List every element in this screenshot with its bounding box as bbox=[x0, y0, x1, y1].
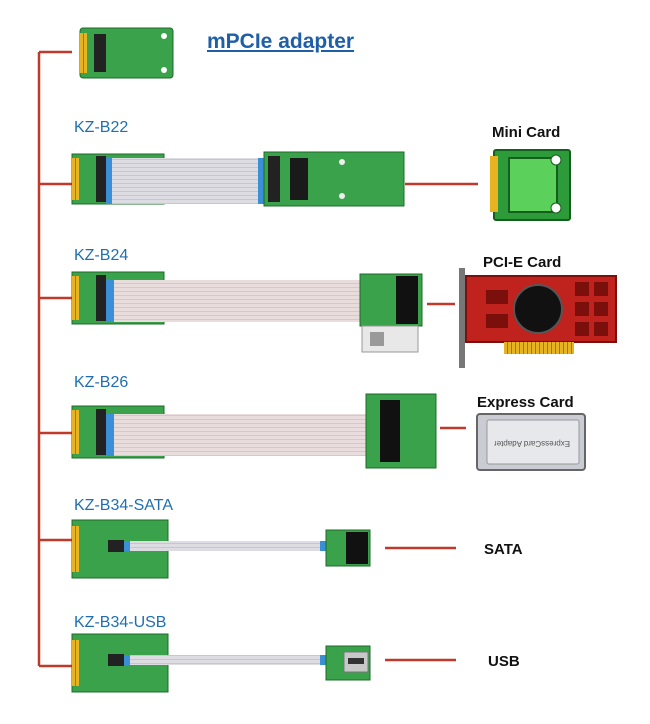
kz-b22-adapter bbox=[71, 151, 405, 207]
kz-b34-usb-adapter bbox=[71, 633, 371, 693]
target-label-pcie-card: PCI-E Card bbox=[483, 254, 562, 271]
express-card-icon: ExpressCard Adapter bbox=[476, 413, 586, 471]
target-label-usb: USB bbox=[488, 653, 520, 670]
target-label-sata: SATA bbox=[484, 541, 523, 558]
page-title: mPCIe adapter bbox=[207, 30, 355, 53]
model-label-kz-b26: KZ-B26 bbox=[74, 374, 129, 391]
pcie-card-icon bbox=[459, 268, 617, 368]
mpcie-adapter-board bbox=[79, 27, 174, 79]
tree-connector bbox=[37, 50, 72, 668]
expresscard-text: ExpressCard Adapter bbox=[494, 439, 570, 448]
mini-card-icon bbox=[490, 149, 571, 221]
model-label-kz-b24: KZ-B24 bbox=[74, 247, 129, 264]
target-connector-lines bbox=[385, 182, 478, 662]
model-label-kz-b22: KZ-B22 bbox=[74, 119, 129, 136]
model-label-kz-b34-usb: KZ-B34-USB bbox=[74, 614, 167, 631]
target-label-mini-card: Mini Card bbox=[492, 124, 561, 141]
model-label-kz-b34-sata: KZ-B34-SATA bbox=[74, 497, 173, 514]
kz-b26-adapter bbox=[71, 393, 437, 469]
kz-b24-adapter bbox=[71, 271, 423, 353]
target-label-express-card: Express Card bbox=[477, 394, 574, 411]
kz-b34-sata-adapter bbox=[71, 519, 371, 579]
